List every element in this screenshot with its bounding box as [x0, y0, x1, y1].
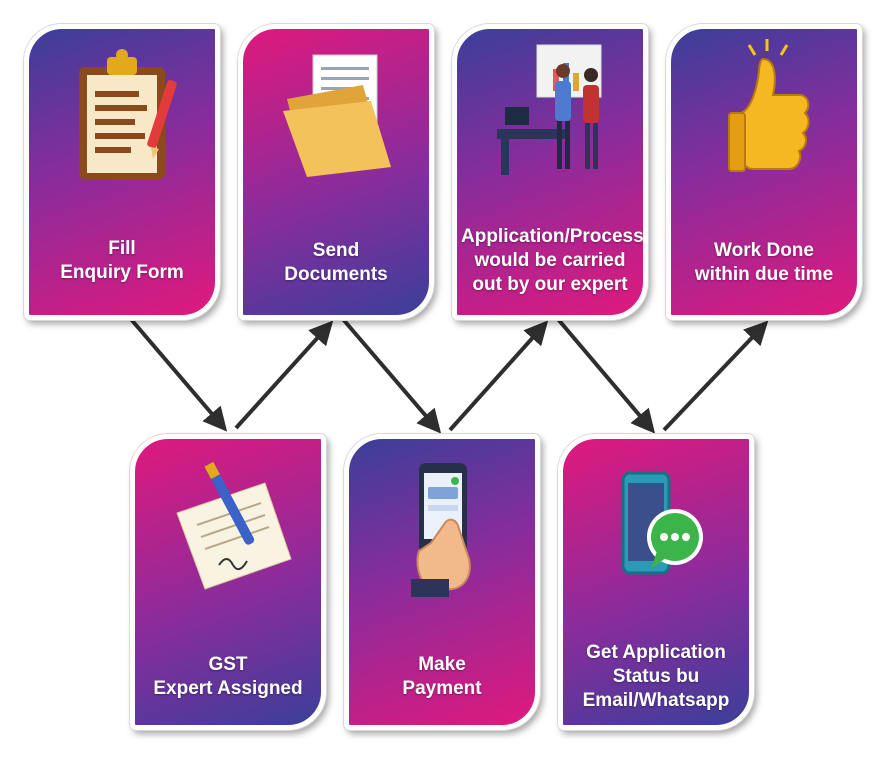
expert-meeting-icon: [497, 44, 602, 175]
step-get-application-status: Get Application Status bu Email/Whatsapp: [558, 434, 754, 730]
step-label: Send Documents: [284, 240, 388, 285]
step-label: Work Done within due time: [694, 240, 834, 285]
step-send-documents: Send Documents: [238, 24, 434, 320]
step-label: Fill Enquiry Form: [60, 238, 184, 283]
arrow-6: [662, 320, 769, 432]
arrow-4: [448, 320, 549, 432]
arrow-3: [340, 316, 442, 434]
folder-documents-icon: [283, 54, 391, 177]
thumbs-up-icon: [728, 39, 810, 172]
step-application-process: Application/Process would be carried out…: [452, 24, 648, 320]
step-fill-enquiry-form: Fill Enquiry Form: [24, 24, 220, 320]
step-gst-expert-assigned: GST Expert Assigned: [130, 434, 326, 730]
arrow-1: [128, 316, 228, 432]
step-work-done: Work Done within due time: [666, 24, 862, 320]
step-label: GST Expert Assigned: [153, 654, 303, 699]
mobile-payment-icon: [411, 463, 471, 597]
step-label: Application/Process would be carried out…: [461, 226, 644, 295]
step-label: Get Application Status bu Email/Whatsapp: [582, 642, 730, 711]
signing-document-icon: [176, 461, 292, 590]
step-make-payment: Make Payment: [344, 434, 540, 730]
arrow-5: [555, 316, 656, 434]
step-label: Make Payment: [402, 654, 482, 699]
phone-chat-icon: [621, 471, 703, 575]
arrow-2: [234, 320, 334, 430]
clipboard-form-icon: [79, 49, 177, 179]
